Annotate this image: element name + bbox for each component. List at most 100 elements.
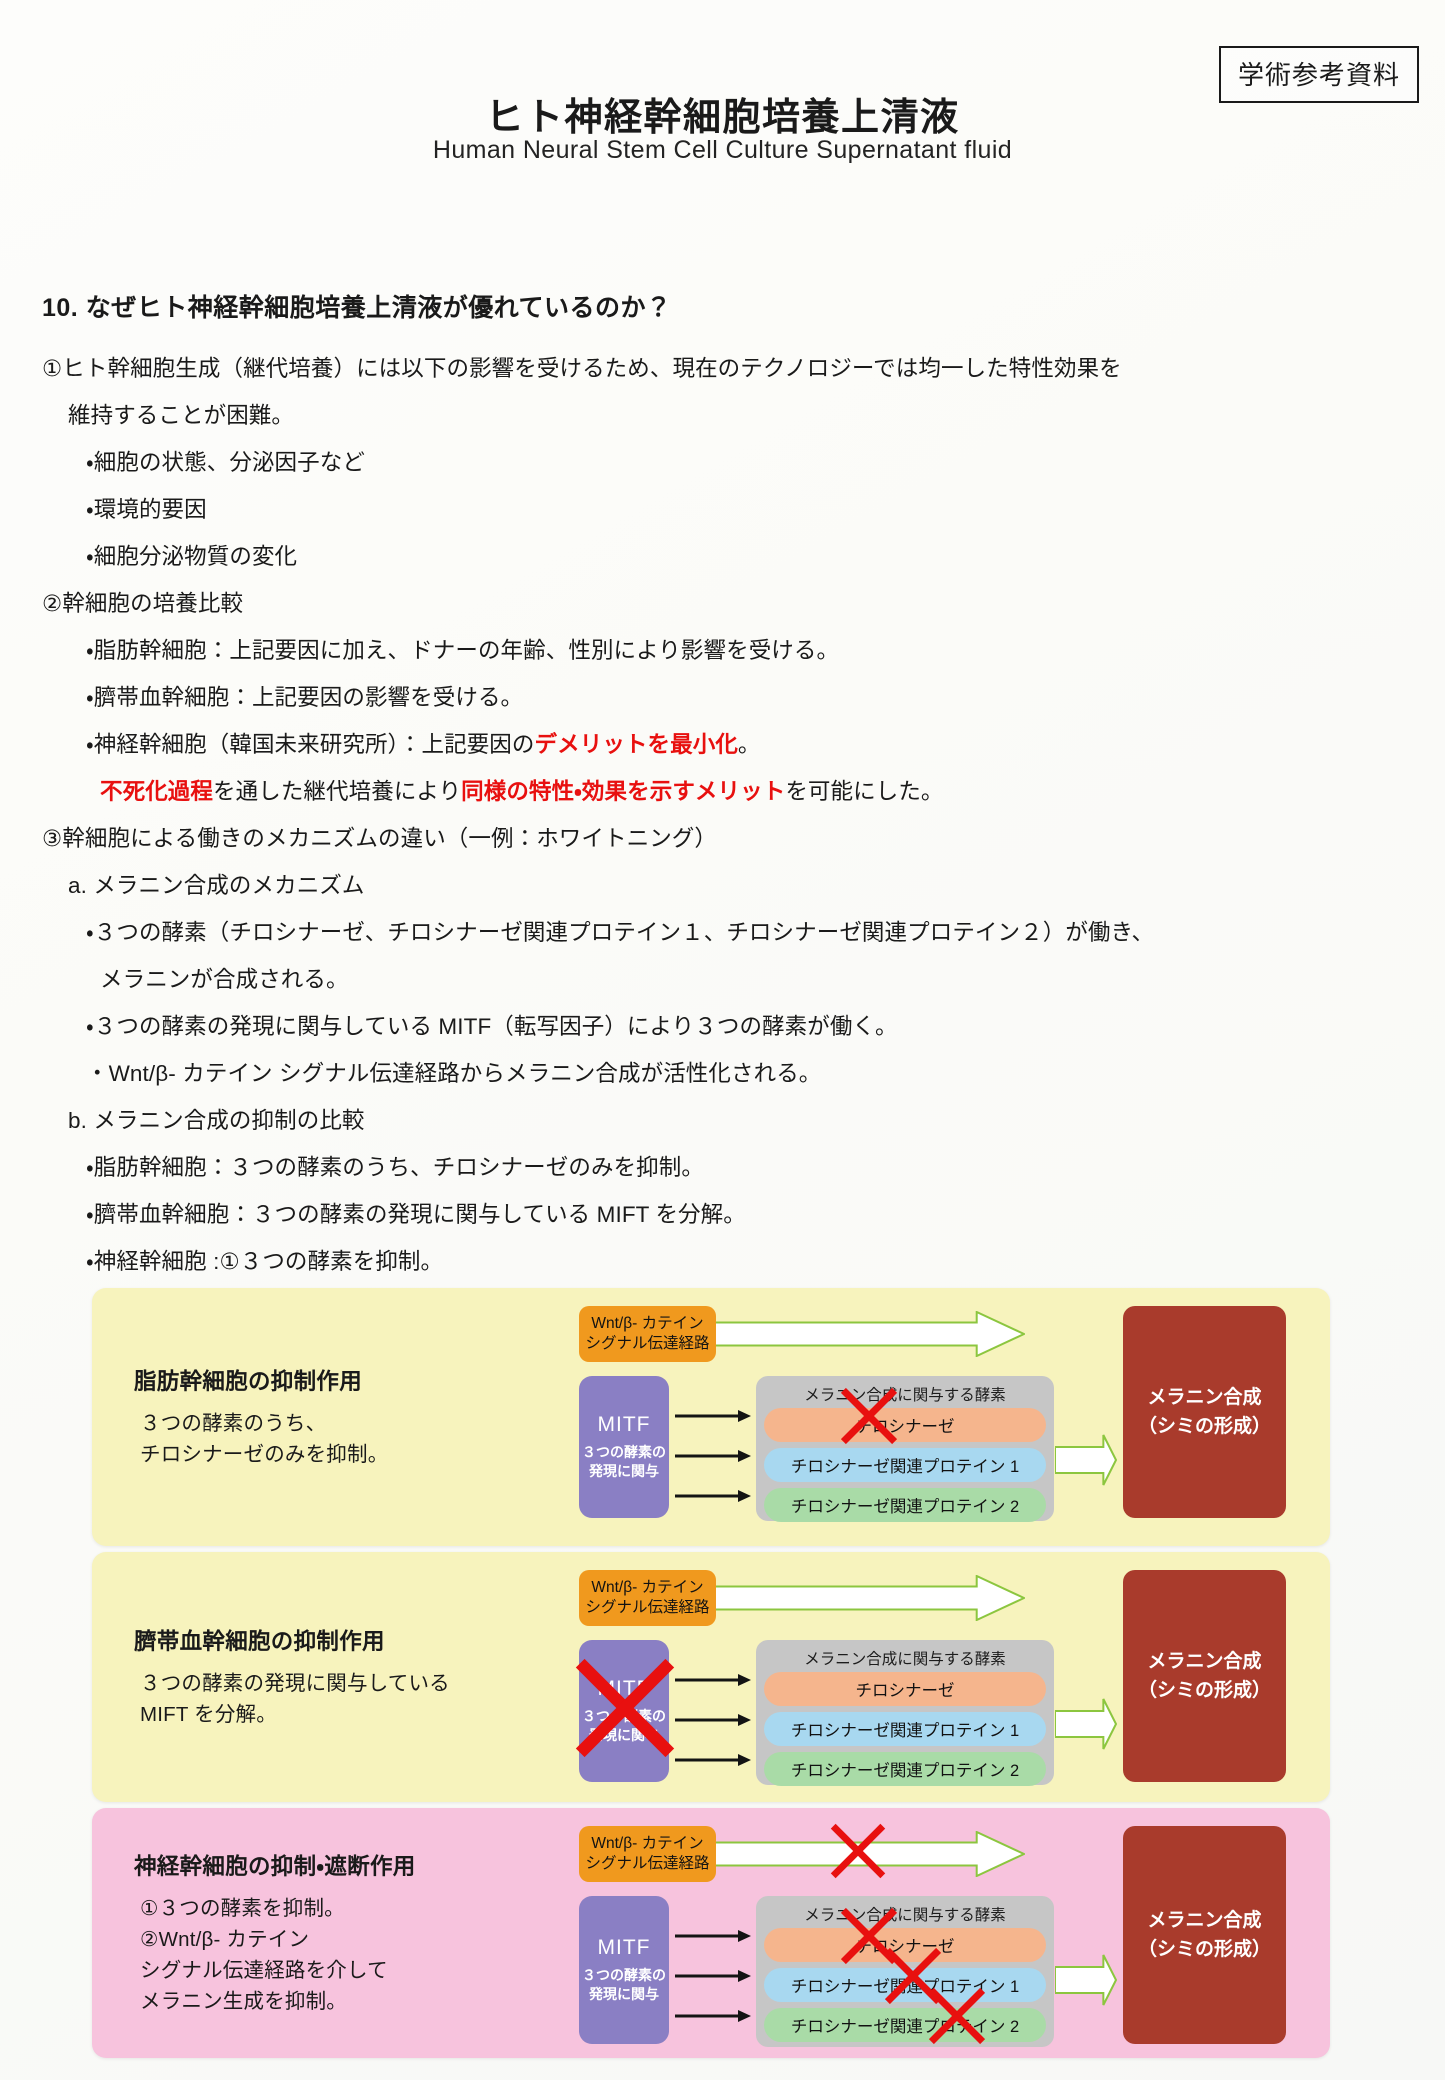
body-line-9-a: ・神経幹細胞（韓国未来研究所）：上記要因の xyxy=(86,732,535,757)
mitf-sub-label-adipose: ３つの酵素の発現に関与 xyxy=(582,1443,666,1481)
enzyme-row-3-neural: チロシナーゼ関連プロテイン 2 xyxy=(764,2008,1046,2042)
mitf-to-enzyme-arrow-3-adipose xyxy=(675,1489,751,1503)
body-line-3: ・細胞の状態、分泌因子など xyxy=(86,450,365,475)
mitf-to-enzyme-arrow-2-cord-blood xyxy=(675,1713,751,1727)
mitf-to-enzyme-arrow-shape-3-neural xyxy=(675,2010,751,2022)
enzyme-row-1-adipose: チロシナーゼ xyxy=(764,1408,1046,1442)
wnt-to-melanin-arrow-shape-adipose xyxy=(713,1310,1027,1358)
body-line-11: ③幹細胞による働きのメカニズムの違い（一例：ホワイトニング） xyxy=(42,826,717,851)
melanin-label-line-1-adipose: メラニン合成 xyxy=(1147,1387,1262,1408)
mitf-to-enzyme-arrow-shape-3-cord-blood xyxy=(675,1754,751,1766)
mitf-to-enzyme-arrow-3-cord-blood xyxy=(675,1753,751,1767)
body-line-18: ・脂肪幹細胞：３つの酵素のうち、チロシナーゼのみを抑制。 xyxy=(86,1155,704,1180)
body-line-10-highlight-b: 同様の特性・効果を示すメリット xyxy=(461,779,786,804)
enzyme-row-2-neural: チロシナーゼ関連プロテイン 1 xyxy=(764,1968,1046,2002)
body-line-10-d: を可能にした。 xyxy=(785,779,944,804)
body-line-6: ②幹細胞の培養比較 xyxy=(42,591,244,616)
body-line-19: ・臍帯血幹細胞：３つの酵素の発現に関与している MIFT を分解。 xyxy=(86,1202,746,1227)
diagram-panel-adipose: 脂肪幹細胞の抑制作用 ３つの酵素のうち、チロシナーゼのみを抑制。 Wnt/β- カテ… xyxy=(92,1288,1330,1546)
wnt-to-melanin-arrow-cord-blood xyxy=(713,1574,1027,1622)
page-title-english: Human Neural Stem Cell Culture Supernata… xyxy=(432,136,1013,164)
mitf-sub-line-1-neural: ３つの酵素の xyxy=(582,1967,666,1983)
wnt-label-line-1-neural: Wnt/β- カテイン xyxy=(591,1835,704,1852)
panel-description-line-3-neural: シグナル伝達経路を介して xyxy=(140,1959,388,1982)
enzyme-row-3-cord-blood: チロシナーゼ関連プロテイン 2 xyxy=(764,1752,1046,1786)
wnt-signal-pathway-box-neural: Wnt/β- カテインシグナル伝達経路 xyxy=(579,1826,716,1882)
enzyme-group-header-neural: メラニン合成に関与する酵素 xyxy=(804,1907,1006,1924)
panel-title-cord-blood: 臍帯血幹細胞の抑制作用 xyxy=(134,1629,385,1654)
body-line-17: b. メラニン合成の抑制の比較 xyxy=(68,1108,365,1133)
wnt-to-melanin-arrow-neural xyxy=(713,1830,1027,1878)
mitf-to-enzyme-arrow-3-neural xyxy=(675,2009,751,2023)
mitf-to-enzyme-arrow-2-neural xyxy=(675,1969,751,1983)
enzyme-group-adipose: メラニン合成に関与する酵素チロシナーゼチロシナーゼ関連プロテイン 1 チロシナーゼ… xyxy=(756,1376,1054,1522)
panel-description-adipose: ３つの酵素のうち、チロシナーゼのみを抑制。 xyxy=(126,1408,546,1470)
mitf-to-enzyme-arrow-shape-3-adipose xyxy=(675,1490,751,1502)
wnt-label-line-1-cord-blood: Wnt/β- カテイン xyxy=(591,1579,704,1596)
panel-description-line-1-neural: ①３つの酵素を抑制。 xyxy=(140,1897,345,1920)
mitf-name-label-cord-blood: MITF xyxy=(597,1677,651,1700)
panel-title-adipose: 脂肪幹細胞の抑制作用 xyxy=(134,1369,363,1394)
melanin-label-line-2-cord-blood: （シミの形成） xyxy=(1137,1680,1271,1701)
mitf-to-enzyme-arrow-shape-1-cord-blood xyxy=(675,1674,751,1686)
mitf-to-enzyme-arrow-shape-2-cord-blood xyxy=(675,1714,751,1726)
mitf-sub-line-1-cord-blood: ３つの酵素の xyxy=(582,1708,666,1724)
body-line-13: ・３つの酵素（チロシナーゼ、チロシナーゼ関連プロテイン１、チロシナーゼ関連プロテ… xyxy=(86,920,1155,945)
page-title-japanese: ヒト神経幹細胞培養上清液 xyxy=(485,97,960,139)
mitf-sub-line-2-cord-blood: 発現に関与 xyxy=(589,1727,659,1743)
wnt-signal-pathway-box-adipose: Wnt/β- カテインシグナル伝達経路 xyxy=(579,1306,716,1362)
body-line-16: ・Wnt/β- カテイン シグナル伝達経路からメラニン合成が活性化される。 xyxy=(86,1061,822,1086)
body-line-8: ・臍帯血幹細胞：上記要因の影響を受ける。 xyxy=(86,685,524,710)
section-heading: 10. なぜヒト神経幹細胞培養上清液が優れているのか？ xyxy=(42,294,672,322)
panel-description-line-1-cord-blood: ３つの酵素の発現に関与している xyxy=(140,1672,450,1695)
melanin-synthesis-box-neural: メラニン合成（シミの形成） xyxy=(1123,1826,1286,2044)
wnt-to-melanin-arrow-shape-neural xyxy=(713,1830,1027,1878)
melanin-label-line-1-cord-blood: メラニン合成 xyxy=(1147,1651,1262,1672)
mitf-to-enzyme-arrow-1-cord-blood xyxy=(675,1673,751,1687)
enzyme-row-2-cord-blood: チロシナーゼ関連プロテイン 1 xyxy=(764,1712,1046,1746)
mitf-to-enzyme-arrow-2-adipose xyxy=(675,1449,751,1463)
enzyme-row-3-adipose: チロシナーゼ関連プロテイン 2 xyxy=(764,1488,1046,1522)
mitf-sub-label-neural: ３つの酵素の発現に関与 xyxy=(582,1966,666,2004)
panel-title-neural: 神経幹細胞の抑制・遮断作用 xyxy=(134,1854,416,1879)
mitf-to-enzyme-arrow-shape-1-adipose xyxy=(675,1410,751,1422)
body-line-15: ・３つの酵素の発現に関与している MITF（転写因子）により３つの酵素が働く。 xyxy=(86,1014,898,1039)
mitf-name-label-adipose: MITF xyxy=(597,1413,651,1436)
panel-description-line-2-neural: ②Wnt/β- カテイン xyxy=(140,1928,310,1951)
mitf-to-enzyme-arrow-1-adipose xyxy=(675,1409,751,1423)
body-line-9-c: 。 xyxy=(737,732,761,757)
panel-description-neural: ①３つの酵素を抑制。②Wnt/β- カテインシグナル伝達経路を介してメラニン生成… xyxy=(126,1893,546,2017)
enzymes-to-melanin-arrow-neural xyxy=(1054,1954,1118,2006)
mitf-box-cord-blood: MITF ３つの酵素の発現に関与 xyxy=(579,1640,669,1782)
melanin-label-line-2-neural: （シミの形成） xyxy=(1137,1939,1271,1960)
mitf-sub-line-2-neural: 発現に関与 xyxy=(589,1986,659,2002)
enzymes-to-melanin-arrow-shape-cord-blood xyxy=(1054,1698,1118,1750)
wnt-label-line-2-cord-blood: シグナル伝達経路 xyxy=(585,1599,710,1616)
wnt-to-melanin-arrow-adipose xyxy=(713,1310,1027,1358)
enzyme-group-header-adipose: メラニン合成に関与する酵素 xyxy=(804,1387,1006,1404)
panel-description-line-1-adipose: ３つの酵素のうち、 xyxy=(140,1412,327,1435)
enzyme-row-2-adipose: チロシナーゼ関連プロテイン 1 xyxy=(764,1448,1046,1482)
body-line-7: ・脂肪幹細胞：上記要因に加え、ドナーの年齢、性別により影響を受ける。 xyxy=(86,638,840,663)
mitf-sub-line-1-adipose: ３つの酵素の xyxy=(582,1444,666,1460)
body-line-10-highlight-a: 不死化過程 xyxy=(100,779,214,804)
mitf-to-enzyme-arrow-shape-1-neural xyxy=(675,1930,751,1942)
body-line-2: 維持することが困難。 xyxy=(68,403,295,428)
panel-description-line-2-adipose: チロシナーゼのみを抑制。 xyxy=(140,1443,389,1466)
enzymes-to-melanin-arrow-shape-adipose xyxy=(1054,1434,1118,1486)
melanin-synthesis-box-cord-blood: メラニン合成 （シミの形成） xyxy=(1123,1570,1286,1782)
wnt-label-line-2-adipose: シグナル伝達経路 xyxy=(585,1335,710,1352)
body-line-10: 不死化過程を通した継代培養により同様の特性・効果を示すメリットを可能にした。 xyxy=(42,768,1412,815)
enzyme-row-1-cord-blood: チロシナーゼ xyxy=(764,1672,1046,1706)
body-line-9-highlight: デメリットを最小化 xyxy=(534,732,738,757)
reference-badge: 学術参考資料 xyxy=(1218,46,1419,103)
wnt-label-line-2-neural: シグナル伝達経路 xyxy=(585,1855,710,1872)
body-line-5: ・細胞分泌物質の変化 xyxy=(86,544,298,569)
enzymes-to-melanin-arrow-cord-blood xyxy=(1054,1698,1118,1750)
body-line-12: a. メラニン合成のメカニズム xyxy=(68,873,365,898)
enzymes-to-melanin-arrow-shape-neural xyxy=(1054,1954,1118,2006)
